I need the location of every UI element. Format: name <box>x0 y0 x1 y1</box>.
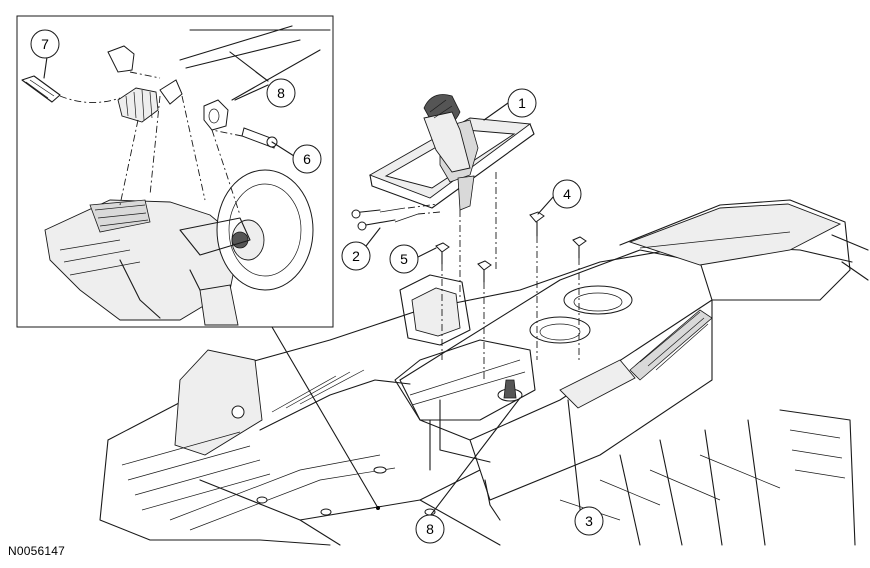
callout-5: 5 <box>389 244 419 274</box>
svg-text:6: 6 <box>303 151 311 167</box>
callout-8-console: 8 <box>415 514 445 544</box>
callout-3: 3 <box>574 506 604 536</box>
bolts-item-2 <box>351 207 419 231</box>
figure-id-label: N0056147 <box>8 544 65 558</box>
callout-leaders <box>43 51 582 519</box>
shifter-bezel <box>368 94 535 211</box>
inset-leader-dot <box>376 506 380 510</box>
callout-1: 1 <box>507 88 537 118</box>
svg-text:3: 3 <box>585 513 593 529</box>
svg-text:7: 7 <box>41 36 49 52</box>
screws-item-4 <box>529 211 587 259</box>
svg-text:8: 8 <box>426 521 434 537</box>
svg-text:8: 8 <box>277 85 285 101</box>
svg-text:5: 5 <box>400 251 408 267</box>
svg-text:4: 4 <box>563 186 571 202</box>
floor-console <box>394 199 851 521</box>
screws-item-5 <box>435 242 492 283</box>
callout-6: 6 <box>292 144 322 174</box>
floor-pan <box>99 234 869 546</box>
callout-4: 4 <box>552 179 582 209</box>
detail-inset <box>16 15 334 328</box>
inset-leader-line <box>271 326 379 509</box>
callout-7: 7 <box>30 29 60 59</box>
callout-8-inset: 8 <box>266 78 296 108</box>
alignment-lines <box>407 172 580 380</box>
callout-2: 2 <box>341 241 371 271</box>
svg-text:2: 2 <box>352 248 360 264</box>
svg-text:1: 1 <box>518 95 526 111</box>
